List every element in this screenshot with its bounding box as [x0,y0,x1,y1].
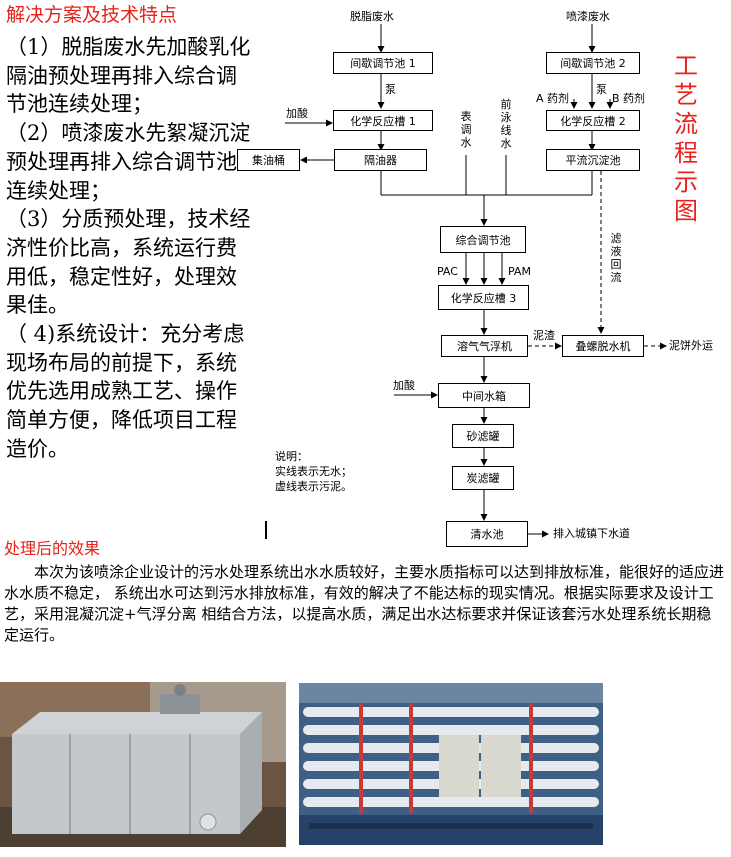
pam-label: PAM [508,265,531,278]
process-flow-title: 工艺流程示图 [674,52,698,225]
legend-title: 说明： [275,450,308,463]
intermediate-water-tank: 中间水箱 [438,383,530,408]
effect-paragraph: 本次为该喷涂企业设计的污水处理系统出水水质较好，主要水质指标可以达到排放标准，能… [4,563,725,644]
oil-separator: 隔油器 [334,149,427,171]
solution-heading: 解决方案及技术特点 [6,4,178,26]
filtrate-return-label: 滤液回流 [610,232,622,284]
pre-line-water-label: 前泳线水 [500,98,512,150]
adjust-tank-2: 间歇调节池 2 [546,52,640,74]
oil-collection-tank: 集油桶 [237,149,300,171]
legend-note: 说明： 实线表示无水； 虚线表示污泥。 [275,449,352,494]
surface-water-label: 表调水 [460,110,472,149]
combined-adjust-tank: 综合调节池 [440,226,526,253]
carbon-filter: 炭滤罐 [452,466,514,490]
feature-4: （ 4)系统设计：充分考虑现场布局的前提下，系统优先选用成熟工艺、操作简单方便，… [6,322,245,461]
legend-dashed: 虚线表示污泥。 [275,480,352,493]
settling-tank: 平流沉淀池 [546,149,640,171]
sludge-cake-out-label: 泥饼外运 [669,339,713,352]
pump-label-1: 泵 [385,83,396,96]
source-spray: 喷漆废水 [566,10,610,23]
reaction-tank-1: 化学反应槽 1 [333,110,433,131]
clear-water-tank: 清水池 [446,521,528,547]
legend-solid: 实线表示无水； [275,465,352,478]
sand-filter: 砂滤罐 [452,424,514,448]
add-acid-label-2: 加酸 [393,379,415,392]
agent-a-label: A 药剂 [536,92,570,105]
source-degrease: 脱脂废水 [350,10,394,23]
feature-2: （2）喷漆废水先絮凝沉淀预处理再排入综合调节池连续处理； [6,121,251,203]
effect-heading: 处理后的效果 [4,539,101,558]
equipment-tank-photo [0,682,286,847]
add-acid-label-1: 加酸 [286,107,308,120]
reaction-tank-3: 化学反应槽 3 [438,285,529,310]
pac-label: PAC [437,265,458,278]
sludge-label: 泥渣 [533,329,555,342]
feature-3: （3）分质预处理，技术经济性价比高，系统运行费用低，稳定性好，处理效果佳。 [6,207,251,318]
adjust-tank-1: 间歇调节池 1 [333,52,433,74]
feature-1: （1）脱脂废水先加酸乳化隔油预处理再排入综合调节池连续处理； [6,35,251,117]
process-flow-diagram [265,24,667,539]
filtration-system-photo [299,683,603,845]
reaction-tank-2: 化学反应槽 2 [546,110,640,131]
agent-b-label: B 药剂 [612,92,646,105]
pump-label-2: 泵 [596,83,607,96]
dissolved-air-flotation: 溶气气浮机 [441,335,528,357]
screw-dewatering-machine: 叠螺脱水机 [562,335,644,357]
discharge-label: 排入城镇下水道 [553,527,630,540]
features-list: （1）脱脂废水先加酸乳化隔油预处理再排入综合调节池连续处理； （2）喷漆废水先絮… [6,33,256,464]
